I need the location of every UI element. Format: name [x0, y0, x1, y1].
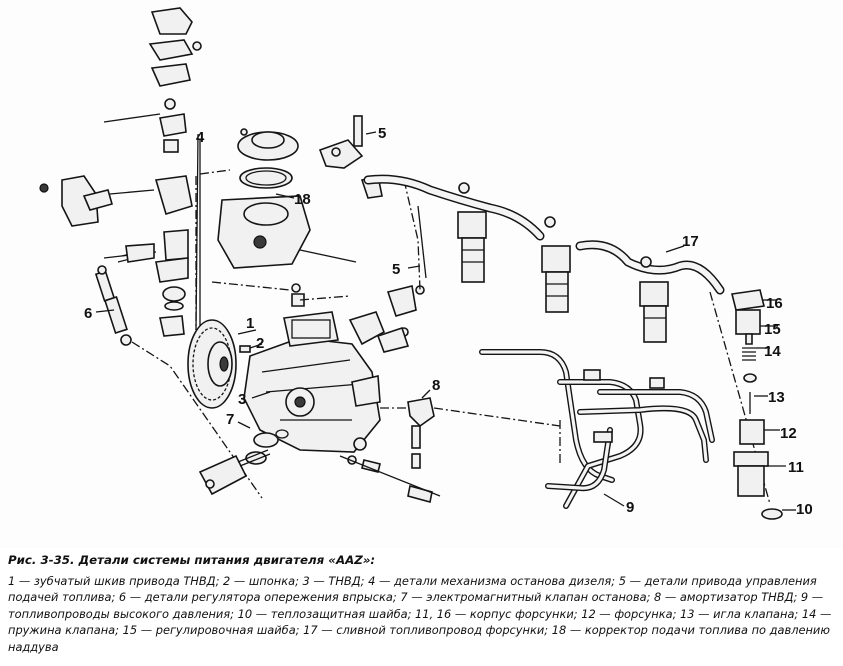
- leader-5a: [365, 131, 377, 135]
- callout-14: 14: [764, 343, 781, 360]
- key: [239, 345, 251, 353]
- callout-2: 2: [256, 335, 264, 352]
- leader-5b: [407, 265, 421, 269]
- injector-stack: [731, 289, 783, 520]
- callout-5a: 5: [378, 125, 386, 142]
- throttle-linkage-upper: [318, 115, 383, 199]
- dash-line-4: [195, 169, 231, 330]
- leader-3: [251, 391, 271, 399]
- dash-line-18: [211, 281, 351, 301]
- stop-solenoid: [407, 397, 435, 469]
- leader-18: [275, 193, 295, 199]
- callout-7: 8: [432, 377, 440, 394]
- injection-pump: [243, 283, 381, 453]
- timing-advance-parts: [198, 429, 289, 496]
- shock-absorber: [94, 265, 132, 346]
- exploded-diagram: 4 6 18 5 5: [39, 7, 813, 520]
- callout-18: 18: [294, 191, 311, 208]
- diagram-canvas: 4 6 18 5 5: [39, 7, 813, 520]
- callout-10: 10: [796, 501, 813, 518]
- callout-13: 13: [768, 389, 785, 406]
- callout-16: 16: [766, 295, 783, 312]
- leader-17: [665, 245, 685, 253]
- caption-legend: 1 — зубчатый шкив привода ТНВД; 2 — шпон…: [8, 573, 832, 654]
- callout-6: 7: [226, 411, 234, 428]
- callout-8: 6: [84, 305, 92, 322]
- stop-mechanism-parts: [39, 7, 202, 337]
- leader-8: [95, 309, 115, 313]
- leader-7: [421, 389, 431, 399]
- injector-row: [363, 174, 725, 343]
- dash-line-5: [403, 179, 421, 291]
- callout-3: 3: [238, 391, 246, 408]
- leader-1: [237, 329, 257, 335]
- high-pressure-lines: [479, 349, 715, 509]
- leader-2: [249, 343, 263, 349]
- callout-1: 1: [246, 315, 254, 332]
- leader-4: [195, 133, 201, 338]
- leader-9: [603, 493, 625, 507]
- callout-4: 4: [196, 129, 205, 146]
- pump-fittings: [339, 455, 441, 503]
- dash-line-7: [380, 407, 561, 427]
- throttle-linkage-lower: [348, 205, 427, 353]
- callout-5b: 5: [392, 261, 400, 278]
- figure-caption: Рис. 3-35. Детали системы питания двигат…: [0, 548, 843, 666]
- callout-17: 17: [682, 233, 699, 250]
- callout-12: 12: [780, 425, 797, 442]
- pump-pulley: [187, 319, 237, 409]
- caption-title: Рис. 3-35. Детали системы питания двигат…: [8, 553, 376, 567]
- leader-6: [237, 421, 251, 429]
- callout-9: 9: [626, 499, 634, 516]
- callout-11: 11: [788, 459, 804, 476]
- callout-15: 15: [764, 321, 781, 338]
- boost-corrector: [217, 128, 357, 269]
